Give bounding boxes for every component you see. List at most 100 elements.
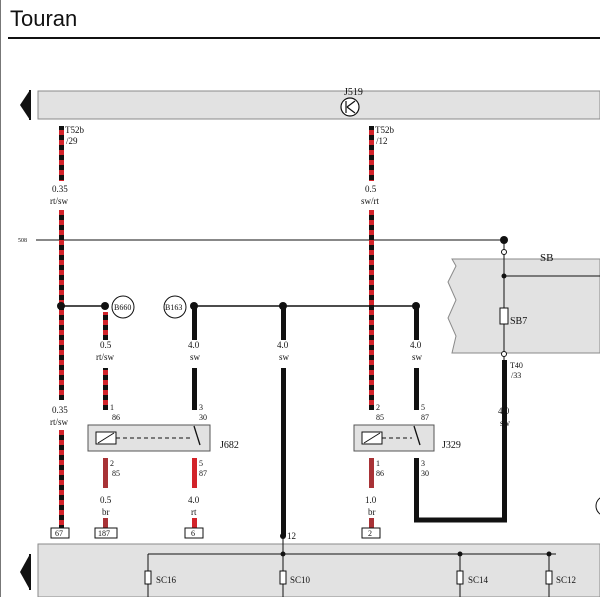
j682-pin3: 3 <box>199 403 203 412</box>
ground-feed-terminal <box>280 533 286 539</box>
wire-b660-upper <box>103 312 108 340</box>
wire1-lower <box>59 430 64 528</box>
fuse-block-sb: SB <box>447 252 600 354</box>
terminal-box-67-label: 67 <box>55 529 63 538</box>
wire2-upper-color: sw/rt <box>361 196 379 206</box>
fuse-sc12-label: SC12 <box>556 575 576 585</box>
junction-w1 <box>57 302 65 310</box>
j682-pin87: 87 <box>199 469 207 478</box>
wire-j682-85-size: 0.5 <box>100 495 112 505</box>
wire-b660-size: 0.5 <box>100 340 112 350</box>
j682-pin30: 30 <box>199 413 207 422</box>
terminal-box-187: 187 <box>94 527 118 539</box>
wire-b163-size: 4.0 <box>188 340 200 350</box>
wire-j329-lower <box>414 368 419 410</box>
j329-pin2: 2 <box>376 403 380 412</box>
wire-j329-upper <box>414 308 419 340</box>
wire-center-size: 4.0 <box>277 340 289 350</box>
wire-j682-85-lower <box>103 518 108 528</box>
wire-j329-86-color: br <box>368 507 376 517</box>
j329-pin87: 87 <box>421 413 429 422</box>
terminal-box-67: 67 <box>50 527 70 539</box>
fuse-sc14-label: SC14 <box>468 575 489 585</box>
j329-pin5: 5 <box>421 403 425 412</box>
terminal-box-2: 2 <box>361 527 381 539</box>
wire1-lower-color: rt/sw <box>50 417 69 427</box>
wire1-lower-size: 0.35 <box>52 405 68 415</box>
wire2-mid <box>369 210 374 410</box>
wire-b163-lower <box>192 368 197 410</box>
wire2-pin: /12 <box>376 136 388 146</box>
j682-pin86: 86 <box>112 413 120 422</box>
wire-b163-color: sw <box>190 352 201 362</box>
fuse-sc10-label: SC10 <box>290 575 311 585</box>
wire-j329-86-size: 1.0 <box>365 495 377 505</box>
wire-b660-lower <box>103 368 108 410</box>
fuse-sc16-label: SC16 <box>156 575 177 585</box>
wire-center-lower <box>281 368 286 536</box>
wire-j329-86-upper <box>369 458 374 488</box>
j329-pin3: 3 <box>421 459 425 468</box>
page-left-border <box>0 0 1 597</box>
fuse-sc12: SC12 <box>545 551 576 597</box>
terminal-box-6: 6 <box>184 527 204 539</box>
sb-output-terminal <box>501 351 507 357</box>
fuse-out-terminal: T40 <box>510 361 523 370</box>
wire2-terminal: T52b <box>375 125 394 135</box>
fuse-out-pin: /33 <box>511 371 521 380</box>
j329-pin1: 1 <box>376 459 380 468</box>
junction-b660 <box>101 302 109 310</box>
sb-label: SB <box>540 252 553 264</box>
b163-marker <box>163 295 187 319</box>
offpage-marker <box>595 497 600 515</box>
wire-fuse-color: sw <box>500 418 511 428</box>
control-unit-bar <box>20 90 600 120</box>
j329-label: J329 <box>442 440 461 451</box>
wire-j329-size: 4.0 <box>410 340 422 350</box>
ground-pin: 12 <box>287 531 296 541</box>
wire2-upper-size: 0.5 <box>365 184 377 194</box>
junction-sb-feed <box>500 236 508 244</box>
j519-label: J519 <box>344 87 363 98</box>
fuse-sc16: SC16 <box>144 554 177 597</box>
sb-input-terminal <box>501 249 507 255</box>
j682-pin5: 5 <box>199 459 203 468</box>
wire2-upper <box>369 126 374 181</box>
wire1-upper-color: rt/sw <box>50 196 69 206</box>
wire-j682-87-color: rt <box>191 507 197 517</box>
fuse-sb7 <box>499 307 509 325</box>
title-rule <box>8 37 600 39</box>
wire-j682-85-color: br <box>102 507 110 517</box>
wire-j682-85-upper <box>103 458 108 488</box>
wire-center-color: sw <box>279 352 290 362</box>
j329-pin86: 86 <box>376 469 384 478</box>
relay-j682: J682 <box>87 424 239 452</box>
j329-pin85: 85 <box>376 413 384 422</box>
terminal-box-187-label: 187 <box>98 529 110 538</box>
wire-j682-87-upper <box>192 458 197 488</box>
b163-label: B163 <box>165 303 182 312</box>
wire-b660-color: rt/sw <box>96 352 115 362</box>
wire-center-upper <box>281 308 286 340</box>
wire-j682-87-lower <box>192 518 197 528</box>
terminal-box-2-label: 2 <box>368 529 372 538</box>
j519-symbol: J519 <box>340 87 363 117</box>
wire-fuse-size: 4.0 <box>498 406 510 416</box>
j682-pin2: 2 <box>110 459 114 468</box>
fuse-sc10: SC10 <box>279 554 311 597</box>
wire1-terminal: T52b <box>65 125 84 135</box>
j682-pin85: 85 <box>112 469 120 478</box>
relay-j329: J329 <box>353 424 461 452</box>
j682-pin1: 1 <box>110 403 114 412</box>
fuse-sc14: SC14 <box>456 551 489 597</box>
wire-j329-color: sw <box>412 352 423 362</box>
wire1-upper-size: 0.35 <box>52 184 68 194</box>
wire1-pin: /29 <box>66 136 78 146</box>
wire-b163-upper <box>192 308 197 340</box>
ground-bar <box>20 543 600 597</box>
b660-marker <box>111 295 135 319</box>
wire-j329-30-to-fuse <box>414 360 507 523</box>
b660-label: B660 <box>114 303 131 312</box>
j329-pin30: 30 <box>421 469 429 478</box>
